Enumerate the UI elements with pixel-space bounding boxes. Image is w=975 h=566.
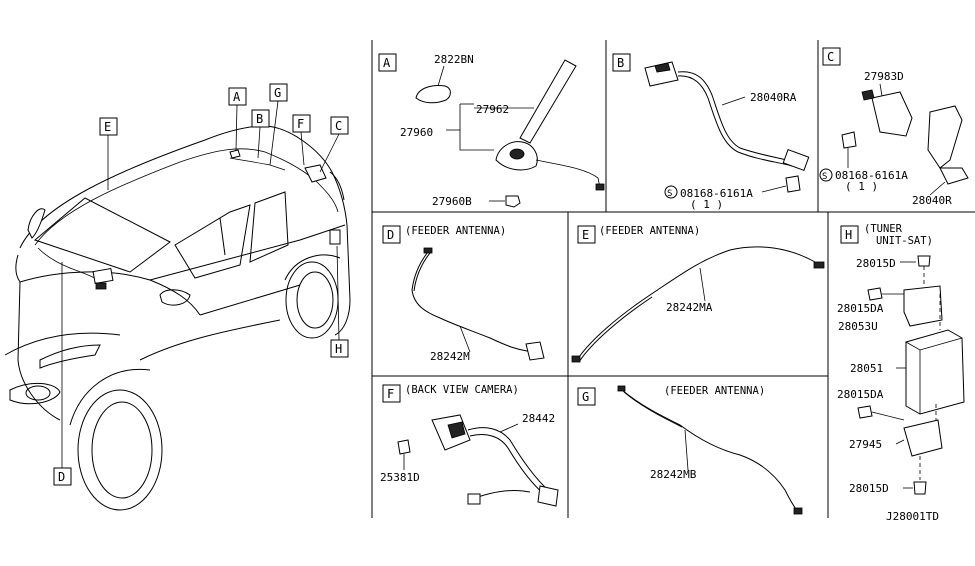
panel-e: E (FEEDER ANTENNA) 28242MA (571, 225, 825, 363)
svg-text:G: G (274, 86, 281, 100)
part-27962: 27962 (476, 103, 509, 116)
part-28242MB: 28242MB (650, 468, 697, 481)
svg-text:B: B (617, 56, 624, 70)
svg-text:C: C (335, 119, 342, 133)
part-28040RA: 28040RA (750, 91, 797, 104)
panel-e-title: (FEEDER ANTENNA) (599, 225, 700, 237)
svg-text:B: B (256, 112, 263, 126)
svg-text:F: F (387, 387, 394, 401)
antenna-cover-icon (415, 85, 451, 104)
callout-C: C (319, 116, 349, 173)
bracket-top-icon (903, 285, 943, 327)
diagram-id: J28001TD (886, 510, 939, 523)
panel-f: F (BACK VIEW CAMERA) 28442 25381D (380, 384, 559, 507)
antenna-rod-icon (519, 59, 577, 144)
panel-h: H (TUNER UNIT-SAT) 28015D 28015DA 28053U… (837, 223, 965, 495)
callout-G: G (269, 83, 288, 166)
svg-text:A: A (383, 56, 391, 70)
part-27945: 27945 (849, 438, 882, 451)
bracket-bottom-icon (903, 419, 943, 457)
panel-b: B 28040RA 08168-6161A ( 1 ) S (612, 53, 810, 211)
part-28015D-bottom: 28015D (849, 482, 889, 495)
callout-A: A (228, 87, 247, 151)
svg-text:H: H (335, 342, 342, 356)
svg-text:E: E (582, 228, 589, 242)
part-28242M: 28242M (430, 350, 470, 363)
screw-icon (397, 439, 411, 455)
part-28051: 28051 (850, 362, 883, 375)
callout-F: F (292, 114, 311, 166)
part-08168-6161A-c: 08168-6161A (835, 169, 908, 182)
screw-bottom-icon (913, 481, 927, 495)
svg-text:( 1 ): ( 1 ) (690, 198, 723, 211)
panel-grid (371, 40, 975, 518)
callout-B: B (251, 109, 270, 159)
svg-text:C: C (827, 50, 834, 64)
panel-g: G (FEEDER ANTENNA) 28242MB (577, 385, 803, 515)
panel-d: D (FEEDER ANTENNA) 28242M (382, 225, 545, 363)
svg-text:D: D (387, 228, 394, 242)
part-28015DA-bottom: 28015DA (837, 388, 884, 401)
callout-E: E (99, 117, 118, 190)
panel-h-title-1: (TUNER (864, 223, 903, 235)
part-28015DA-top: 28015DA (837, 302, 884, 315)
callout-D: D (53, 262, 72, 486)
tuner-unit-icon (905, 329, 965, 415)
panel-c: C 27983D 08168-6161A ( 1 ) 28040R S (819, 47, 969, 207)
svg-text:S: S (822, 172, 827, 182)
connector-d-icon (525, 341, 545, 361)
panel-f-title: (BACK VIEW CAMERA) (405, 384, 519, 396)
part-28040R: 28040R (912, 194, 952, 207)
panel-a: A 2822BN 27962 27960 27960B (378, 53, 605, 208)
part-27983D: 27983D (864, 70, 904, 83)
svg-text:G: G (582, 390, 589, 404)
svg-text:S: S (667, 189, 672, 199)
panel-g-title: (FEEDER ANTENNA) (664, 385, 765, 397)
part-28242MA: 28242MA (666, 301, 713, 314)
part-2822BN: 2822BN (434, 53, 474, 66)
part-27960: 27960 (400, 126, 433, 139)
panel-h-title-2: UNIT-SAT) (876, 235, 933, 247)
nut-icon (505, 195, 521, 208)
svg-text:( 1 ): ( 1 ) (845, 180, 878, 193)
panel-d-title: (FEEDER ANTENNA) (405, 225, 506, 237)
part-08168-6161A: 08168-6161A (680, 187, 753, 200)
screw-top-icon (917, 255, 931, 267)
svg-text:D: D (58, 470, 65, 484)
part-25381D: 25381D (380, 471, 420, 484)
part-28015D-top: 28015D (856, 257, 896, 270)
svg-text:E: E (104, 120, 111, 134)
module-icon (871, 91, 913, 137)
part-27960B: 27960B (432, 195, 472, 208)
callout-H: H (330, 245, 349, 358)
bolt-icon (785, 175, 801, 193)
cable-icon (927, 105, 963, 169)
vehicle-illustration (4, 125, 351, 511)
part-28053U: 28053U (838, 320, 878, 333)
screw-symbol-icon (664, 185, 678, 199)
svg-text:F: F (297, 117, 304, 131)
part-28442: 28442 (522, 412, 555, 425)
svg-text:H: H (845, 228, 852, 242)
svg-text:A: A (233, 90, 241, 104)
